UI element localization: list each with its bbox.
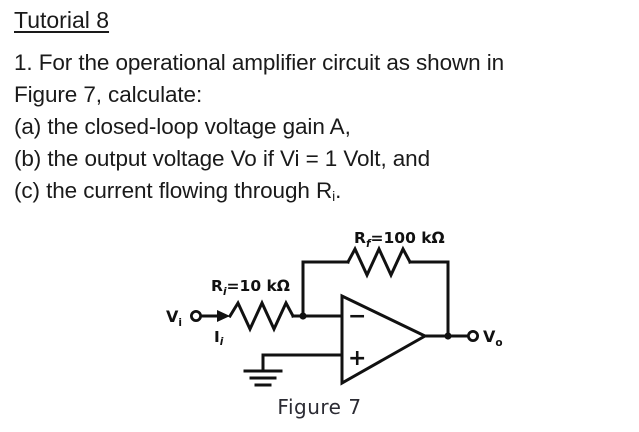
feedback-resistor-zigzag [345, 245, 413, 279]
output-voltage-label: Vo [483, 327, 503, 349]
noninverting-input-sign: + [348, 346, 366, 371]
input-resistor-subscript: i [223, 286, 227, 298]
input-current-subscript: i [220, 336, 224, 348]
input-resistor-label: Ri=10 kΩ [211, 277, 290, 298]
figure-caption: Figure 7 [277, 395, 362, 419]
question-line-c-subscript: i [332, 188, 336, 205]
question-line-c-prefix: (c) the current flowing through R [14, 178, 333, 203]
page-title: Tutorial 8 [14, 7, 110, 33]
feedback-resistor-value: =100 kΩ [371, 229, 445, 247]
question-line-a: (a) the closed-loop voltage gain A, [14, 114, 351, 139]
input-resistor-value: =10 kΩ [227, 277, 290, 295]
question-text-block: 1. For the operational amplifier circuit… [14, 47, 626, 209]
inverting-input-sign: − [348, 304, 366, 329]
input-terminal-circle [189, 310, 202, 323]
output-voltage-symbol: V [483, 327, 496, 346]
question-line-c: (c) the current flowing through Ri. [14, 175, 626, 209]
input-current-symbol: I [214, 328, 220, 346]
input-voltage-label: Vi [166, 307, 182, 329]
question-line-c-suffix: . [335, 178, 342, 203]
opamp-circuit-diagram: Rf=100 kΩ Ri=10 kΩ Vi Ii [166, 229, 503, 387]
question-line-2: Figure 7, calculate: [14, 82, 203, 107]
input-current-label: Ii [214, 328, 224, 348]
input-resistor-zigzag [227, 299, 296, 333]
output-node-dot [444, 332, 452, 340]
question-line-1: 1. For the operational amplifier circuit… [14, 50, 505, 75]
feedback-resistor-symbol: R [354, 229, 366, 247]
output-voltage-subscript: o [495, 337, 502, 349]
input-voltage-subscript: i [178, 317, 182, 329]
output-terminal-circle [466, 330, 479, 343]
feedback-resistor-label: Rf=100 kΩ [354, 229, 445, 250]
current-arrow-icon [217, 310, 230, 322]
question-line-b: (b) the output voltage Vo if Vi = 1 Volt… [14, 146, 431, 171]
input-voltage-symbol: V [166, 307, 179, 326]
input-resistor-symbol: R [211, 277, 223, 295]
figure-7: Rf=100 kΩ Ri=10 kΩ Vi Ii [0, 225, 639, 432]
opamp-triangle [340, 293, 429, 386]
feedback-resistor-subscript: f [366, 238, 372, 250]
inverting-node-dot [299, 312, 307, 320]
